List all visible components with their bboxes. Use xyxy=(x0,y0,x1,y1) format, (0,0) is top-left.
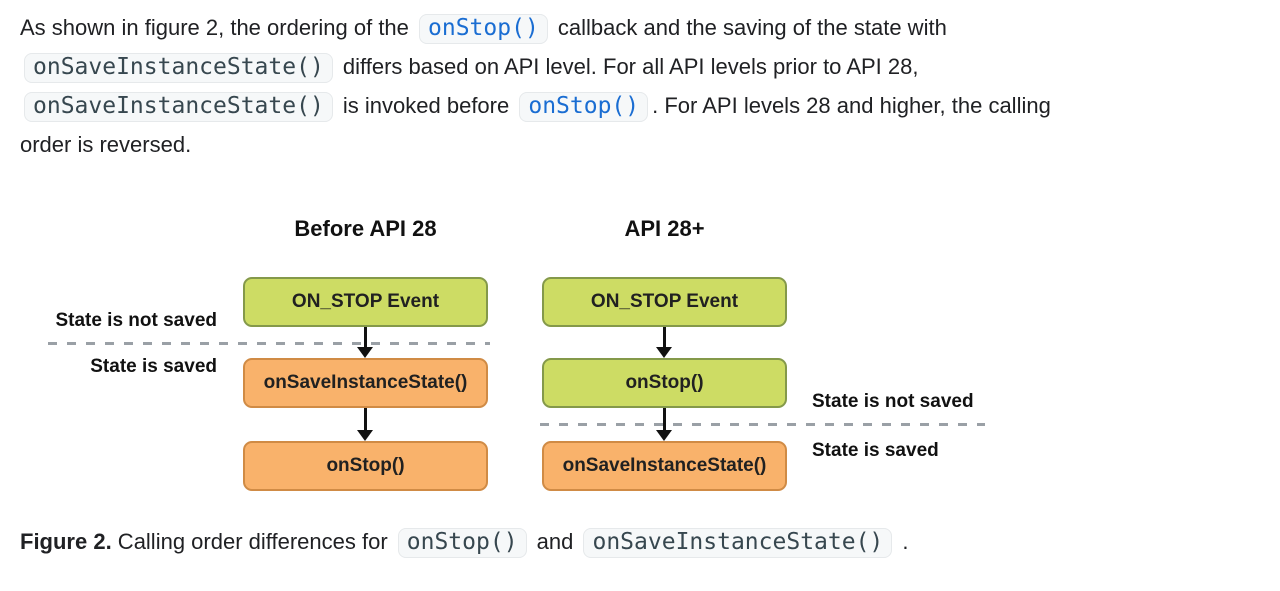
column-title-before-api-28: Before API 28 xyxy=(294,216,437,241)
state-label-not-saved-right: State is not saved xyxy=(812,391,974,412)
figure-caption: Figure 2. Calling order differences for … xyxy=(20,522,1260,561)
paragraph-text: differs based on API level. For all API … xyxy=(336,54,919,79)
code-chip-onsaveinstancestate: onSaveInstanceState() xyxy=(583,528,893,558)
diagram-box-onstop: onStop() xyxy=(243,441,488,491)
paragraph-text: . For API levels 28 and higher, the call… xyxy=(652,93,1051,118)
diagram-box-onstop: onStop() xyxy=(542,358,787,408)
arrow-head-icon xyxy=(357,430,373,441)
paragraph-text: callback and the saving of the state wit… xyxy=(551,15,947,40)
figure-caption-label: Figure 2. xyxy=(20,529,112,554)
dashed-divider-right xyxy=(540,423,985,426)
state-label-saved-right: State is saved xyxy=(812,440,939,461)
state-label-saved-left: State is saved xyxy=(90,356,217,377)
arrow-head-icon xyxy=(656,430,672,441)
arrow-stem xyxy=(663,408,666,431)
code-chip-onstop: onStop() xyxy=(397,528,527,558)
code-chip-onsaveinstancestate: onSaveInstanceState() xyxy=(24,92,333,122)
body-paragraph: As shown in figure 2, the ordering of th… xyxy=(20,8,1270,164)
arrow-head-icon xyxy=(656,347,672,358)
diagram-box-onsaveinstancestate: onSaveInstanceState() xyxy=(243,358,488,408)
diagram-box-on-stop-event: ON_STOP Event xyxy=(542,277,787,327)
dashed-divider-left xyxy=(48,342,490,345)
arrow-stem xyxy=(663,327,666,348)
column-title-api-28-plus: API 28+ xyxy=(624,216,705,241)
arrow-stem xyxy=(364,408,367,431)
state-label-not-saved-left: State is not saved xyxy=(55,310,217,331)
caption-text: Calling order differences for xyxy=(111,529,394,554)
code-link-onstop[interactable]: onStop() xyxy=(419,14,548,44)
arrow-stem xyxy=(364,327,367,348)
caption-text: . xyxy=(896,529,909,554)
diagram-box-on-stop-event: ON_STOP Event xyxy=(243,277,488,327)
paragraph-text: order is reversed. xyxy=(20,132,192,157)
diagram-box-onsaveinstancestate: onSaveInstanceState() xyxy=(542,441,787,491)
code-chip-onsaveinstancestate: onSaveInstanceState() xyxy=(24,53,333,83)
paragraph-text: is invoked before xyxy=(336,93,516,118)
arrow-head-icon xyxy=(357,347,373,358)
code-link-onstop[interactable]: onStop() xyxy=(519,92,649,122)
paragraph-text: As shown in figure 2, the ordering of th… xyxy=(20,15,416,40)
caption-text: and xyxy=(530,529,580,554)
